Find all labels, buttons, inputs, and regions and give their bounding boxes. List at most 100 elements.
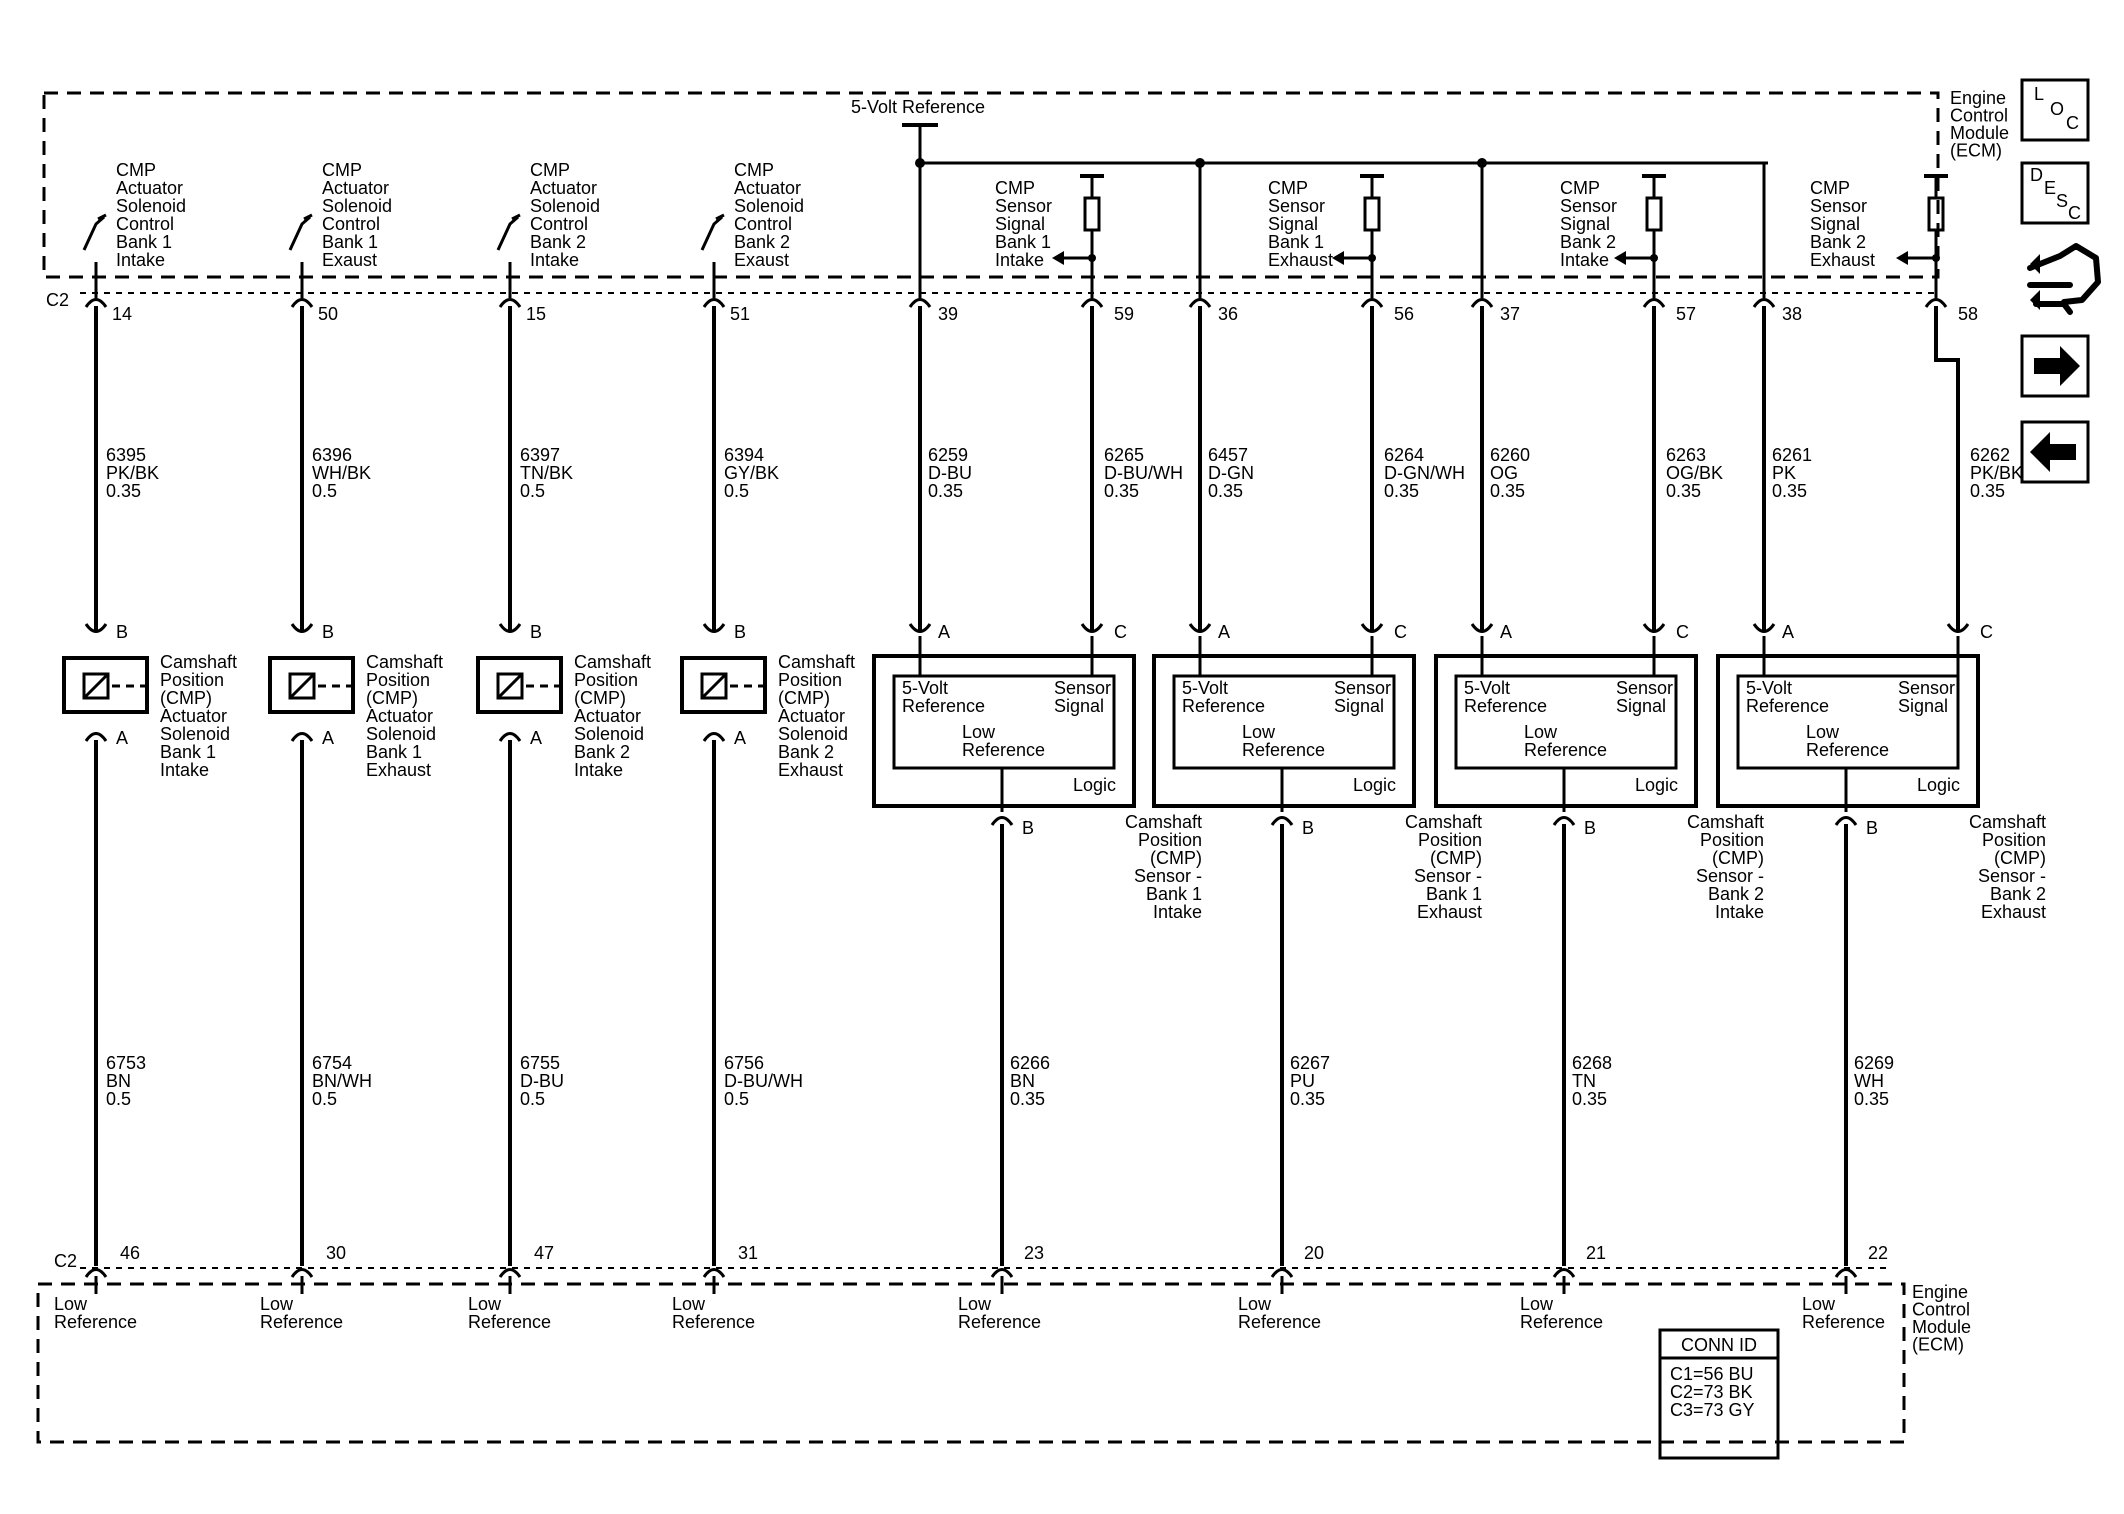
sensor-component-label: Position <box>1700 830 1764 850</box>
actuator-component-label: Camshaft <box>366 652 443 672</box>
actuator-ecm-label: Actuator <box>530 178 597 198</box>
wire-label: 0.35 <box>1290 1089 1325 1109</box>
actuator-component-label: (CMP) <box>160 688 212 708</box>
wire-label: 0.5 <box>520 481 545 501</box>
sensor-component-label: Bank 1 <box>1426 884 1482 904</box>
actuator-component-label: Actuator <box>366 706 433 726</box>
conn-id-title: CONN ID <box>1681 1335 1757 1355</box>
desc-button-label: D <box>2030 165 2043 185</box>
signal-input-arrow <box>1614 251 1626 265</box>
ecm-pin-number: 23 <box>1024 1243 1044 1263</box>
low-reference-label: Reference <box>1802 1312 1885 1332</box>
connector-pin <box>990 1268 1014 1278</box>
connector-pin <box>702 623 726 633</box>
wire-label: 6260 <box>1490 445 1530 465</box>
connector-pin <box>1270 1268 1294 1278</box>
component-pin-b: B <box>1584 818 1596 838</box>
sensor-component-label: Position <box>1138 830 1202 850</box>
sensor-ecm-label: Bank 1 <box>995 232 1051 252</box>
ecm-pin-number: 47 <box>534 1243 554 1263</box>
sensor-box-label: Signal <box>1898 696 1948 716</box>
actuator-component-label: Camshaft <box>574 652 651 672</box>
connector-pin <box>1946 623 1970 633</box>
sensor-ecm-label: Signal <box>1810 214 1860 234</box>
actuator-component-label: Camshaft <box>778 652 855 672</box>
wire-label: 0.5 <box>106 1089 131 1109</box>
connector-pin <box>1552 816 1576 826</box>
ecm-top-label: Control <box>1950 106 2008 126</box>
sensor-box-label: Reference <box>1524 740 1607 760</box>
sensor-ecm-label: Sensor <box>1268 196 1325 216</box>
schematic-icon[interactable] <box>2027 243 2101 315</box>
sensor-ecm-label: Sensor <box>1560 196 1617 216</box>
desc-button[interactable] <box>2020 161 2090 225</box>
actuator-component-label: Exhaust <box>778 760 843 780</box>
wire-label: TN <box>1572 1071 1596 1091</box>
ecm-bottom-label: Module <box>1912 1317 1971 1337</box>
actuator-ecm-label: Exaust <box>734 250 789 270</box>
low-reference-label: Low <box>1520 1294 1554 1314</box>
sensor-logic-block <box>1454 674 1678 770</box>
wire-label: 6262 <box>1970 445 2010 465</box>
ecm-pin-number: 46 <box>120 1243 140 1263</box>
actuator-component-label: Bank 2 <box>574 742 630 762</box>
ecm-pin-number: 36 <box>1218 304 1238 324</box>
actuator-ecm-label: Actuator <box>322 178 389 198</box>
loc-button[interactable] <box>2020 78 2090 142</box>
actuator-ecm-label: Bank 1 <box>322 232 378 252</box>
component-pin-a: A <box>734 728 746 748</box>
camshaft-position-sensor <box>1152 654 1416 808</box>
splice-dot <box>1932 254 1940 262</box>
low-reference-label: Reference <box>958 1312 1041 1332</box>
sensor-ecm-label: Signal <box>1560 214 1610 234</box>
wire-label: BN/WH <box>312 1071 372 1091</box>
actuator-component-label: (CMP) <box>366 688 418 708</box>
solenoid-coil-symbol <box>496 672 524 700</box>
camshaft-actuator-solenoid <box>476 656 563 714</box>
component-pin-a: A <box>938 622 950 642</box>
sensor-component-label: Sensor - <box>1414 866 1482 886</box>
sensor-component-label: Sensor - <box>1696 866 1764 886</box>
connector-bottom-id: C2 <box>54 1251 77 1271</box>
low-reference-label: Reference <box>1520 1312 1603 1332</box>
ecm-pin-number: 59 <box>1114 304 1134 324</box>
component-pin-a: A <box>322 728 334 748</box>
actuator-ecm-label: CMP <box>322 160 362 180</box>
sensor-box-label: Low <box>1524 722 1558 742</box>
component-pin-b: B <box>116 622 128 642</box>
wire-label: 6395 <box>106 445 146 465</box>
ecm-pin-number: 30 <box>326 1243 346 1263</box>
ecm-pin-number: 38 <box>1782 304 1802 324</box>
wire-label: 6261 <box>1772 445 1812 465</box>
sensor-logic-block <box>1172 674 1396 770</box>
wire-label: D-BU <box>520 1071 564 1091</box>
component-pin-a: A <box>1782 622 1794 642</box>
connector-pin <box>1360 298 1384 308</box>
sensor-box-label: Low <box>962 722 996 742</box>
sensor-ecm-label: Signal <box>995 214 1045 234</box>
sensor-box-label: Reference <box>1746 696 1829 716</box>
solenoid-coil-symbol <box>700 672 728 700</box>
wire-label: D-GN/WH <box>1384 463 1465 483</box>
splice-dot <box>1368 254 1376 262</box>
sensor-ecm-label: CMP <box>1268 178 1308 198</box>
wire-label: 0.35 <box>1854 1089 1889 1109</box>
wire-label: 0.5 <box>312 481 337 501</box>
solenoid-coil-symbol <box>700 672 728 700</box>
wire-label: 6755 <box>520 1053 560 1073</box>
sensor-ecm-label: CMP <box>995 178 1035 198</box>
wire-label: 6265 <box>1104 445 1144 465</box>
connector-pin <box>84 732 108 742</box>
connector-pin <box>1642 298 1666 308</box>
ecm-pin-number: 58 <box>1958 304 1978 324</box>
camshaft-position-sensor <box>872 654 1136 808</box>
connector-pin <box>1470 623 1494 633</box>
sensor-ecm-label: Intake <box>1560 250 1609 270</box>
wire-label: 6259 <box>928 445 968 465</box>
wire-label: BN <box>1010 1071 1035 1091</box>
connector-pin <box>498 732 522 742</box>
wire-label: TN/BK <box>520 463 573 483</box>
wire-label: GY/BK <box>724 463 779 483</box>
sensor-box-label: Reference <box>962 740 1045 760</box>
